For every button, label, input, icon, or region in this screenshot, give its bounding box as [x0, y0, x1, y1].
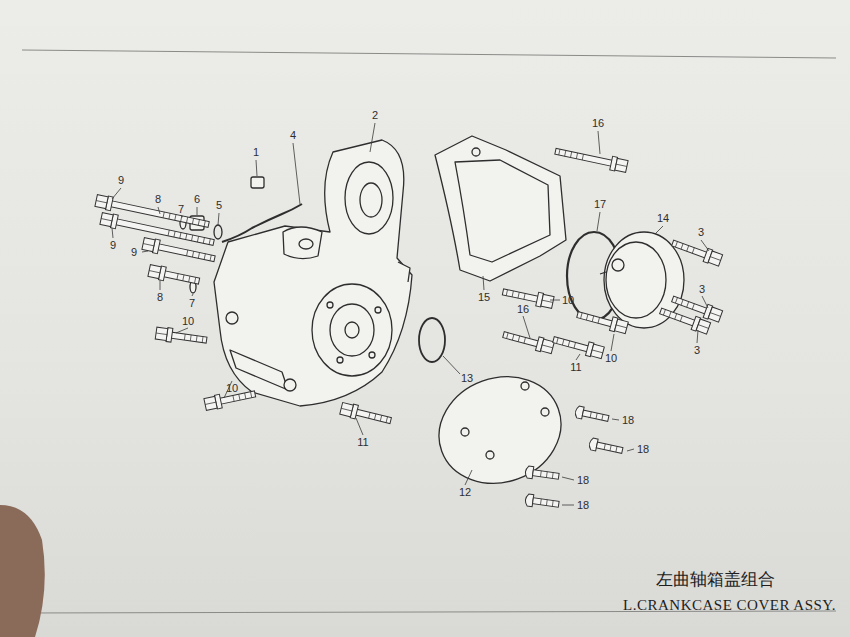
callout-number: 6	[194, 194, 200, 205]
callout-number: 4	[290, 130, 296, 141]
title-text: 左曲轴箱盖组合	[656, 568, 775, 591]
callout-number: 18	[577, 475, 589, 486]
callout-number: 18	[577, 500, 589, 511]
callout-number: 10	[182, 316, 194, 327]
caption-text: L.CRANKCASE COVER ASSY.	[623, 597, 836, 614]
callout-number: 3	[694, 345, 700, 356]
callout-number: 5	[216, 200, 222, 211]
callout-number: 12	[459, 487, 471, 498]
callout-number: 16	[517, 304, 529, 315]
callout-number: 17	[594, 199, 606, 210]
callout-number: 11	[357, 437, 368, 448]
callout-number: 13	[461, 373, 473, 384]
callout-number: 9	[131, 247, 137, 258]
callout-number: 3	[698, 227, 704, 238]
callout-number: 14	[657, 213, 669, 224]
callout-number: 3	[699, 284, 705, 295]
callout-number: 11	[570, 362, 581, 373]
callout-number: 8	[155, 194, 161, 205]
callout-number: 10	[226, 383, 238, 394]
callout-number: 18	[637, 444, 649, 455]
callout-number: 1	[253, 147, 259, 158]
callout-number: 8	[157, 292, 163, 303]
callout-number: 7	[189, 298, 195, 309]
callout-number: 18	[622, 415, 634, 426]
callout-number: 16	[592, 118, 604, 129]
callout-number: 10	[562, 295, 574, 306]
callout-number: 15	[478, 292, 490, 303]
callout-number: 10	[605, 353, 617, 364]
callout-number: 9	[110, 240, 116, 251]
callout-number: 2	[372, 110, 378, 121]
callout-number: 9	[118, 175, 124, 186]
callout-number: 7	[178, 204, 184, 215]
